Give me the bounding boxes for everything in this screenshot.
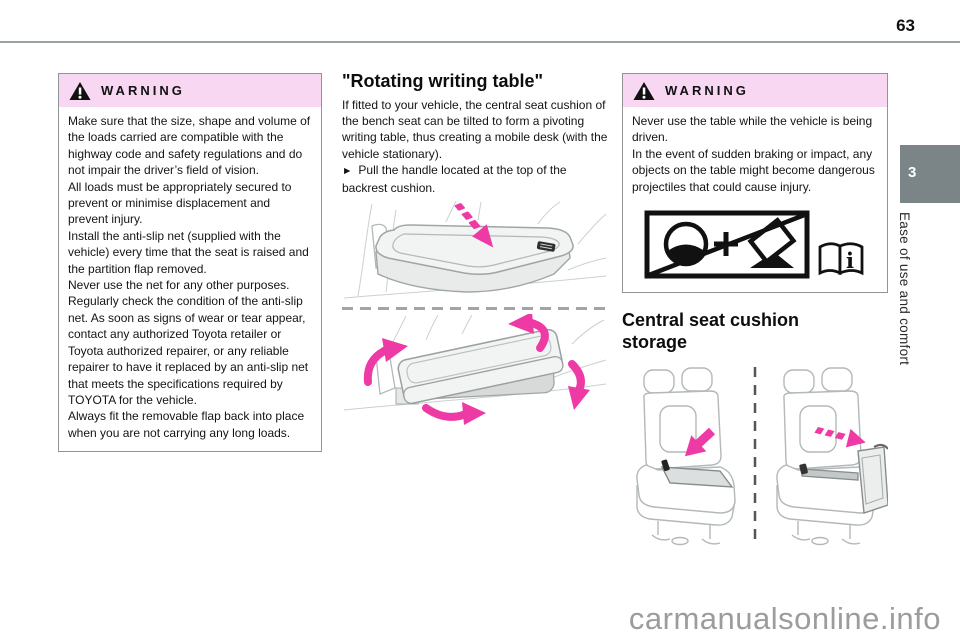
warning-paragraph: Make sure that the size, shape and volum… xyxy=(68,114,311,178)
chapter-number: 3 xyxy=(908,164,917,181)
warning-paragraph: Always fit the removable flap back into … xyxy=(68,409,305,440)
pink-arrow-icon xyxy=(684,427,716,457)
instruction-line: ►Pull the handle located at the top of t… xyxy=(342,162,608,196)
writing-table-rotating-illustration xyxy=(342,311,608,426)
warning-header: WARNING xyxy=(59,74,321,107)
instruction-text: Pull the handle located at the top of th… xyxy=(342,163,567,195)
seat-cushion-storage-illustration xyxy=(622,361,889,549)
book-info-glyph: i xyxy=(846,248,854,273)
warning-paragraph: Install the anti-slip net (supplied with… xyxy=(68,228,309,276)
header-rule xyxy=(0,41,960,43)
warning-paragraph: All loads must be appropriately secured … xyxy=(68,179,292,227)
page-number: 63 xyxy=(896,16,915,35)
warning-paragraph: Never use the table while the vehicle is… xyxy=(632,114,873,145)
warning-triangle-icon xyxy=(69,81,91,100)
warning-paragraph: In the event of sudden braking or impact… xyxy=(632,146,875,194)
chapter-tab: 3 xyxy=(900,145,960,203)
table-top xyxy=(375,224,574,275)
warning-body: Make sure that the size, shape and volum… xyxy=(59,107,321,451)
section-intro: If fitted to your vehicle, the central s… xyxy=(342,97,608,161)
chapter-label: Ease of use and comfort xyxy=(897,212,912,366)
table-handle xyxy=(536,241,556,252)
pink-dashed-arrow-icon xyxy=(814,427,866,448)
no-table-while-driving-pictogram: i xyxy=(644,210,866,282)
table-top-rotating xyxy=(397,328,564,404)
writing-table-closed-illustration xyxy=(342,200,608,304)
warning-box-loads: WARNING Make sure that the size, shape a… xyxy=(58,73,322,453)
section-title-rotating-writing-table: "Rotating writing table" xyxy=(342,71,544,91)
warning-body: Never use the table while the vehicle is… xyxy=(623,107,887,205)
bullet-arrow-icon: ► xyxy=(342,165,353,178)
watermark: carmanualsonline.info xyxy=(628,601,941,636)
middle-column: "Rotating writing table" If fitted to yo… xyxy=(342,71,608,426)
pink-rotation-arrowheads xyxy=(382,311,590,425)
prohibition-slash xyxy=(648,211,808,278)
warning-paragraph: Never use the net for any other purposes… xyxy=(68,278,290,293)
right-column: WARNING Never use the table while the ve… xyxy=(622,73,889,549)
left-column: WARNING Make sure that the size, shape a… xyxy=(58,73,322,453)
owners-manual-book-icon xyxy=(818,242,864,276)
seat-cushion-stored xyxy=(776,367,889,546)
warning-header: WARNING xyxy=(623,74,887,107)
figure-separator xyxy=(342,306,608,310)
warning-title: WARNING xyxy=(101,83,185,98)
seat-cushion-down xyxy=(636,367,736,546)
warning-triangle-icon xyxy=(633,81,655,100)
section-title-central-seat-cushion-storage: Central seat cushion storage xyxy=(622,310,800,352)
pink-dashed-arrow-icon xyxy=(454,203,494,248)
warning-paragraph: Regularly check the condition of the ant… xyxy=(68,294,309,407)
warning-title: WARNING xyxy=(665,83,749,98)
warning-box-table-use: WARNING Never use the table while the ve… xyxy=(622,73,888,294)
